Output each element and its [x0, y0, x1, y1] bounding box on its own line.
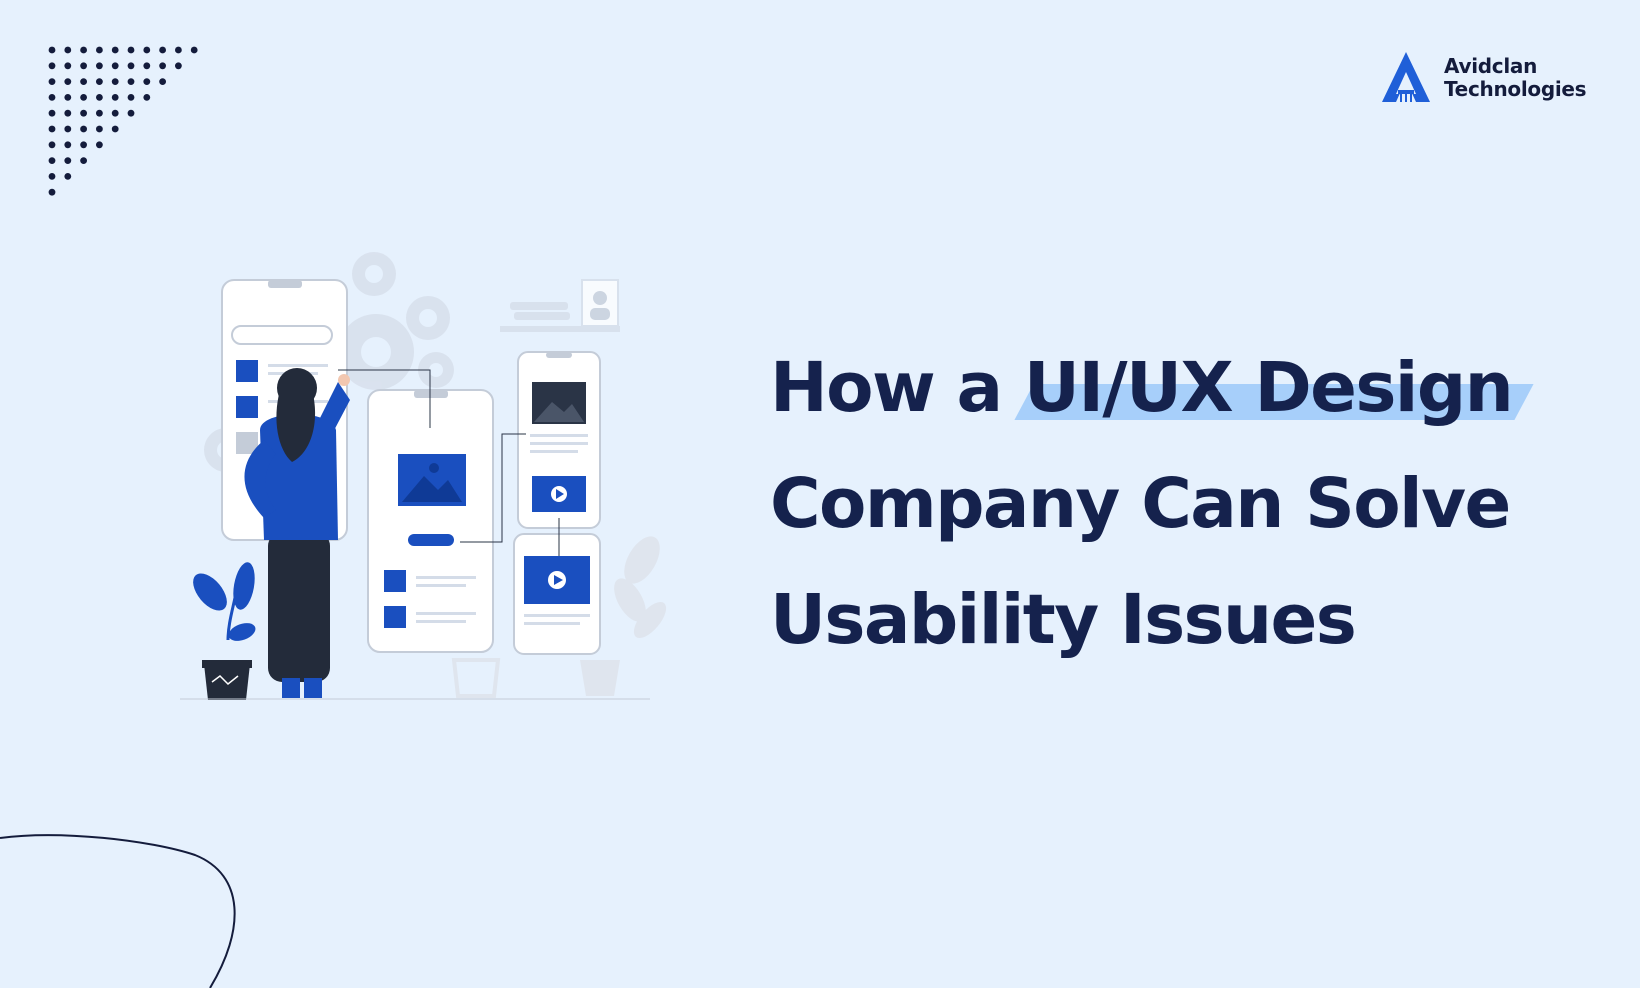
plant-right-icon — [580, 536, 667, 696]
decoration-dot — [80, 109, 87, 117]
decoration-dot — [80, 125, 87, 133]
decoration-dot — [159, 62, 167, 70]
decoration-dot — [96, 125, 103, 133]
decoration-dot — [48, 109, 56, 117]
decoration-dot — [64, 78, 72, 85]
brand-name-line1: Avidclan — [1444, 54, 1538, 78]
headline-line1-prefix: How a — [770, 348, 1024, 428]
decoration-dot — [175, 62, 182, 70]
decoration-dot — [96, 62, 103, 70]
decoration-dot — [127, 94, 135, 101]
decoration-dot — [111, 109, 119, 117]
decoration-dot — [111, 94, 119, 101]
decoration-dot — [64, 157, 72, 165]
decoration-dot — [80, 157, 87, 165]
decoration-dot — [80, 141, 87, 149]
phone-mockup-middle — [367, 389, 494, 653]
decoration-dot — [111, 62, 119, 70]
decoration-dot — [64, 125, 72, 133]
decoration-dot — [96, 109, 103, 117]
decoration-dot — [127, 109, 135, 117]
decoration-dot — [96, 94, 103, 101]
phone-mockup-right-top — [517, 351, 601, 529]
decoration-dot — [48, 157, 56, 165]
decoration-dot — [48, 46, 56, 54]
potted-plant-icon — [193, 562, 256, 700]
decoration-dot — [64, 173, 72, 180]
decoration-dot — [64, 141, 72, 149]
avidclan-logo-icon — [1382, 52, 1430, 102]
decoration-dot — [64, 109, 72, 117]
decoration-dot — [48, 173, 56, 180]
decoration-dot — [111, 46, 119, 54]
dot-pattern-decoration — [48, 46, 198, 196]
decoration-dot — [143, 78, 151, 85]
decoration-dot — [143, 94, 151, 101]
headline-line1: How a UI/UX Design — [770, 330, 1600, 446]
decoration-dot — [127, 78, 135, 85]
headline: How a UI/UX Design Company Can Solve Usa… — [770, 330, 1600, 678]
decoration-dot — [80, 94, 87, 101]
decoration-dot — [159, 78, 167, 85]
decoration-dot — [96, 78, 103, 85]
connector-lines — [338, 369, 560, 556]
brand-logo[interactable]: Avidclan Technologies — [1380, 46, 1587, 110]
decoration-dot — [143, 46, 151, 54]
decoration-dot — [48, 141, 56, 149]
decoration-dot — [143, 62, 151, 70]
decoration-dot — [48, 125, 56, 133]
headline-line2: Company Can Solve — [770, 464, 1511, 544]
curve-line-decoration — [0, 834, 236, 988]
decoration-dot — [111, 78, 119, 85]
headline-highlight: UI/UX Design — [1024, 330, 1514, 446]
headline-line3: Usability Issues — [770, 580, 1357, 660]
decoration-dot — [64, 62, 72, 70]
decoration-dot — [159, 46, 167, 54]
decoration-dot — [96, 46, 103, 54]
brand-name: Avidclan Technologies — [1444, 54, 1587, 101]
decoration-dot — [175, 46, 182, 54]
decoration-dot — [64, 46, 72, 54]
decoration-dot — [80, 46, 87, 54]
decoration-dot — [127, 46, 135, 54]
basket-icon — [451, 658, 501, 698]
decoration-dot — [127, 62, 135, 70]
phone-mockup-right-bottom — [513, 533, 601, 655]
decoration-dot — [111, 125, 119, 133]
decoration-dot — [64, 94, 72, 101]
decoration-dot — [48, 188, 56, 196]
ui-ux-designer-illustration-icon — [180, 252, 667, 700]
decoration-dot — [48, 78, 56, 85]
decoration-dot — [190, 46, 198, 54]
shelf-frame-icon — [500, 279, 620, 332]
decoration-dot — [96, 141, 103, 149]
designer-woman-icon — [244, 368, 350, 698]
decoration-dot — [48, 62, 56, 70]
decoration-dot — [48, 94, 56, 101]
decoration-dot — [80, 78, 87, 85]
brand-name-line2: Technologies — [1444, 77, 1587, 101]
decoration-dot — [80, 62, 87, 70]
